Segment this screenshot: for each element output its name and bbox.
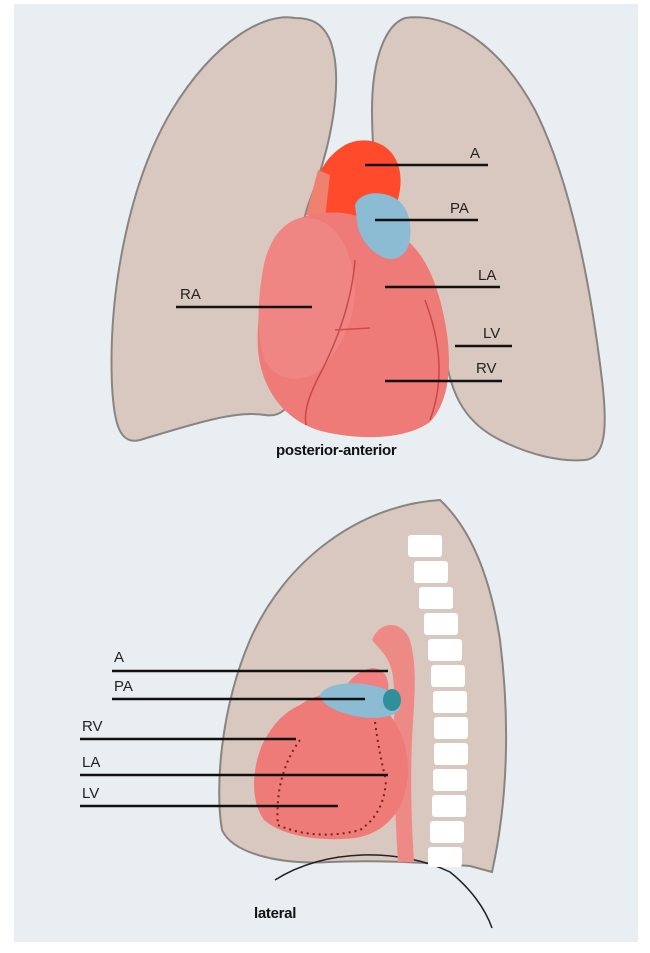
label-la-pa-view: LA xyxy=(478,267,496,284)
vertebra xyxy=(428,847,462,867)
label-la-lateral-view: LA xyxy=(82,754,100,771)
pulmonary-artery-cross-section xyxy=(383,689,401,711)
vertebra xyxy=(424,613,458,635)
vertebra xyxy=(430,821,464,843)
caption-lateral-view: lateral xyxy=(254,905,296,922)
vertebra xyxy=(433,769,467,791)
caption-pa-view: posterior-anterior xyxy=(276,442,397,459)
label-lv-lateral-view: LV xyxy=(82,785,99,802)
label-a-lateral-view: A xyxy=(114,649,124,666)
vertebra xyxy=(428,639,462,661)
vertebra xyxy=(432,795,466,817)
vertebra xyxy=(434,717,468,739)
vertebra xyxy=(414,561,448,583)
vertebra xyxy=(431,665,465,687)
label-a-pa-view: A xyxy=(470,145,480,162)
vertebra xyxy=(434,743,468,765)
vertebra xyxy=(408,535,442,557)
label-pa-pa-view: PA xyxy=(450,200,469,217)
label-pa-lateral-view: PA xyxy=(114,678,133,695)
label-lv-pa-view: LV xyxy=(483,325,500,342)
vertebra xyxy=(433,691,467,713)
vertebra xyxy=(419,587,453,609)
label-rv-lateral-view: RV xyxy=(82,718,103,735)
label-rv-pa-view: RV xyxy=(476,360,497,377)
label-ra-pa-view: RA xyxy=(180,286,201,303)
